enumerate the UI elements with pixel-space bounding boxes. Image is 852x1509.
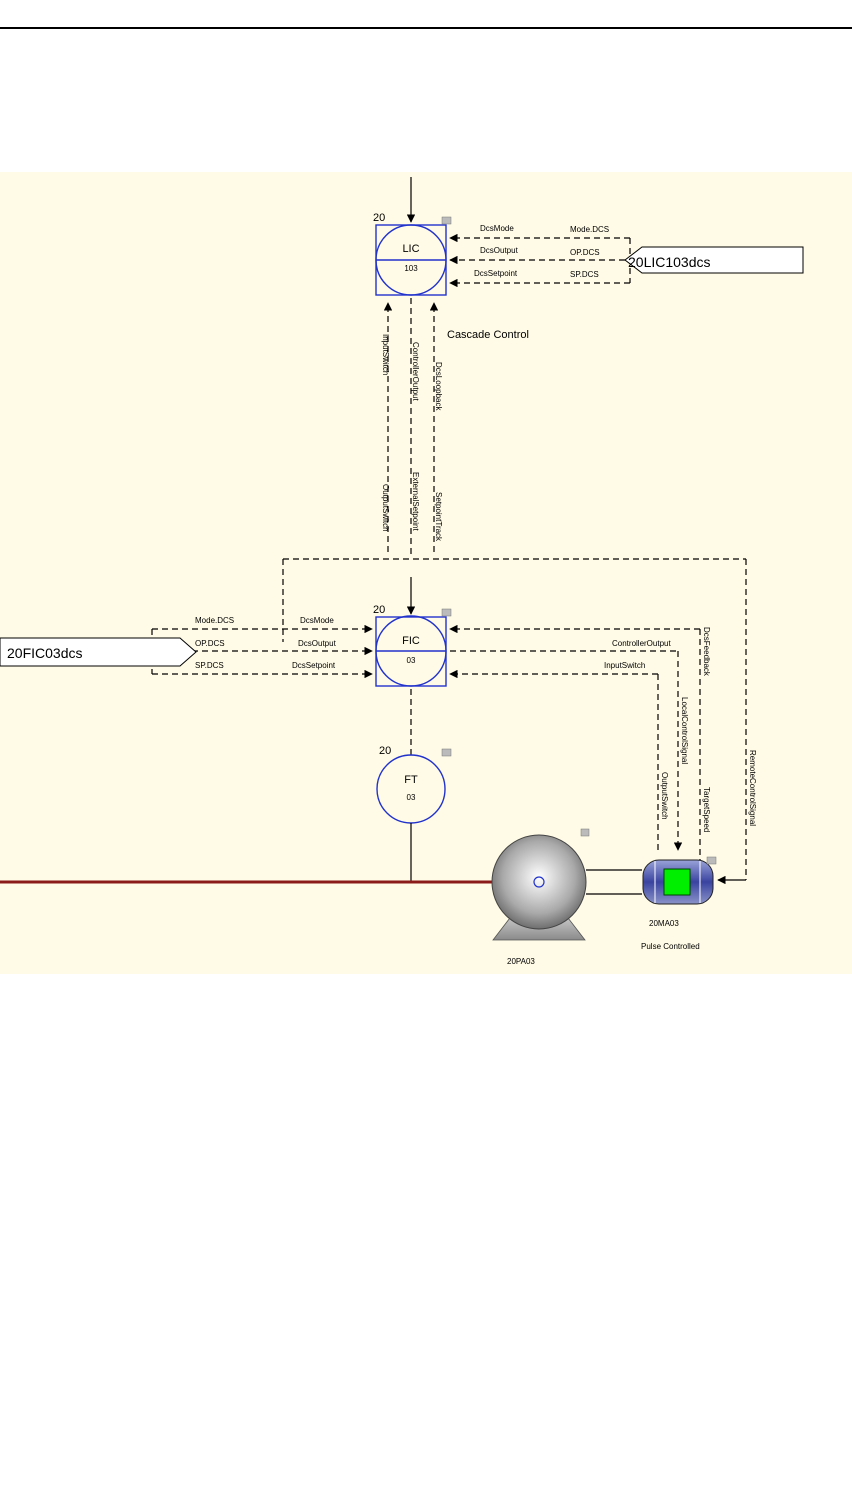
fic-sig-mode-dcs: Mode.DCS	[195, 616, 234, 625]
pump-name: 20PA03	[507, 957, 535, 966]
cascade-link-labels: InputSwitch ControllerOutput DcsLoopback…	[381, 334, 443, 542]
fic-dcs-signals-right: ControllerOutput InputSwitch	[449, 624, 701, 862]
fic-prefix: 20	[373, 604, 385, 616]
fic-sig-controlleroutput: ControllerOutput	[612, 639, 671, 648]
vsig-localcontrolsignal: LocalControlSignal	[680, 697, 689, 764]
lic-sig-dcsoutput: DcsOutput	[480, 246, 519, 255]
lic-sig-mode-dcs: Mode.DCS	[570, 225, 609, 234]
ft-prefix: 20	[379, 745, 391, 757]
vsig-dcsfeedback: DcsFeedback	[702, 627, 711, 677]
motor-note: Pulse Controlled	[641, 942, 700, 951]
cascade-note: Cascade Control	[447, 329, 529, 341]
page-rule	[0, 27, 852, 29]
ft-03-transmitter[interactable]: FT 03 20	[376, 745, 452, 824]
vsig-outputswitch: OutputSwitch	[381, 484, 390, 532]
lic-tag: LIC	[402, 243, 419, 255]
fic-dcs-box[interactable]: 20FIC03dcs	[0, 637, 197, 667]
pump-20pa03[interactable]: 20PA03	[491, 828, 590, 966]
pump-faceplate-icon[interactable]	[580, 828, 590, 837]
fic-sig-sp-dcs: SP.DCS	[195, 661, 224, 670]
vsig-remotecontrolsignal: RemoteControlSignal	[748, 750, 757, 826]
fic-sig-dcssetpoint: DcsSetpoint	[292, 661, 336, 670]
lic-dcs-signals: DcsMode DcsOutput DcsSetpoint Mode.DCS O…	[449, 224, 631, 288]
lic-sig-dcsmode: DcsMode	[480, 224, 514, 233]
fic-03-controller[interactable]: FIC 03 20	[373, 604, 452, 687]
lic-faceplate-icon[interactable]	[441, 216, 452, 225]
ft-tag: FT	[404, 774, 418, 786]
fic-dcs-box-label: 20FIC03dcs	[7, 645, 82, 661]
vsig-inputswitch: InputSwitch	[381, 334, 390, 375]
lic-sig-dcssetpoint: DcsSetpoint	[474, 269, 518, 278]
fic-sig-inputswitch: InputSwitch	[604, 661, 645, 670]
vsig-setpointtrack: SetpointTrack	[434, 492, 443, 542]
lic-sig-op-dcs: OP.DCS	[570, 248, 600, 257]
motor-20ma03[interactable]: 20MA03 Pulse Controlled	[641, 856, 717, 951]
motor-name: 20MA03	[649, 919, 679, 928]
motor-status-indicator	[663, 868, 691, 896]
vsig-dcsloopback: DcsLoopback	[434, 362, 443, 411]
fic-faceplate-icon[interactable]	[441, 608, 452, 617]
fic-sig-op-dcs: OP.DCS	[195, 639, 225, 648]
ft-number: 03	[407, 793, 416, 802]
vsig-targetspeed: TargetSpeed	[702, 787, 711, 832]
lic-sig-sp-dcs: SP.DCS	[570, 270, 599, 279]
lic-dcs-box[interactable]: 20LIC103dcs	[624, 246, 804, 274]
diagram-canvas: LIC 103 20 DcsMode DcsOutput DcsSetpoint…	[0, 172, 852, 974]
fic-sig-dcsoutput: DcsOutput	[298, 639, 337, 648]
fic-number: 03	[407, 656, 416, 665]
lic-prefix: 20	[373, 212, 385, 224]
lic-dcs-box-label: 20LIC103dcs	[628, 254, 711, 270]
vsig-controlleroutput: ControllerOutput	[411, 342, 420, 401]
vsig-outputswitch-2: OutputSwitch	[660, 772, 669, 820]
vsig-externalsetpoint: ExternalSetpoint	[411, 472, 420, 531]
fic-sig-dcsmode: DcsMode	[300, 616, 334, 625]
lic-number: 103	[404, 264, 418, 273]
motor-link-labels: DcsFeedback OutputSwitch LocalControlSig…	[660, 627, 757, 832]
lic-103-controller[interactable]: LIC 103 20	[373, 177, 452, 296]
fic-tag: FIC	[402, 635, 420, 647]
ft-faceplate-icon[interactable]	[441, 748, 452, 757]
cascade-links	[282, 298, 747, 880]
motor-faceplate-icon[interactable]	[706, 856, 717, 865]
